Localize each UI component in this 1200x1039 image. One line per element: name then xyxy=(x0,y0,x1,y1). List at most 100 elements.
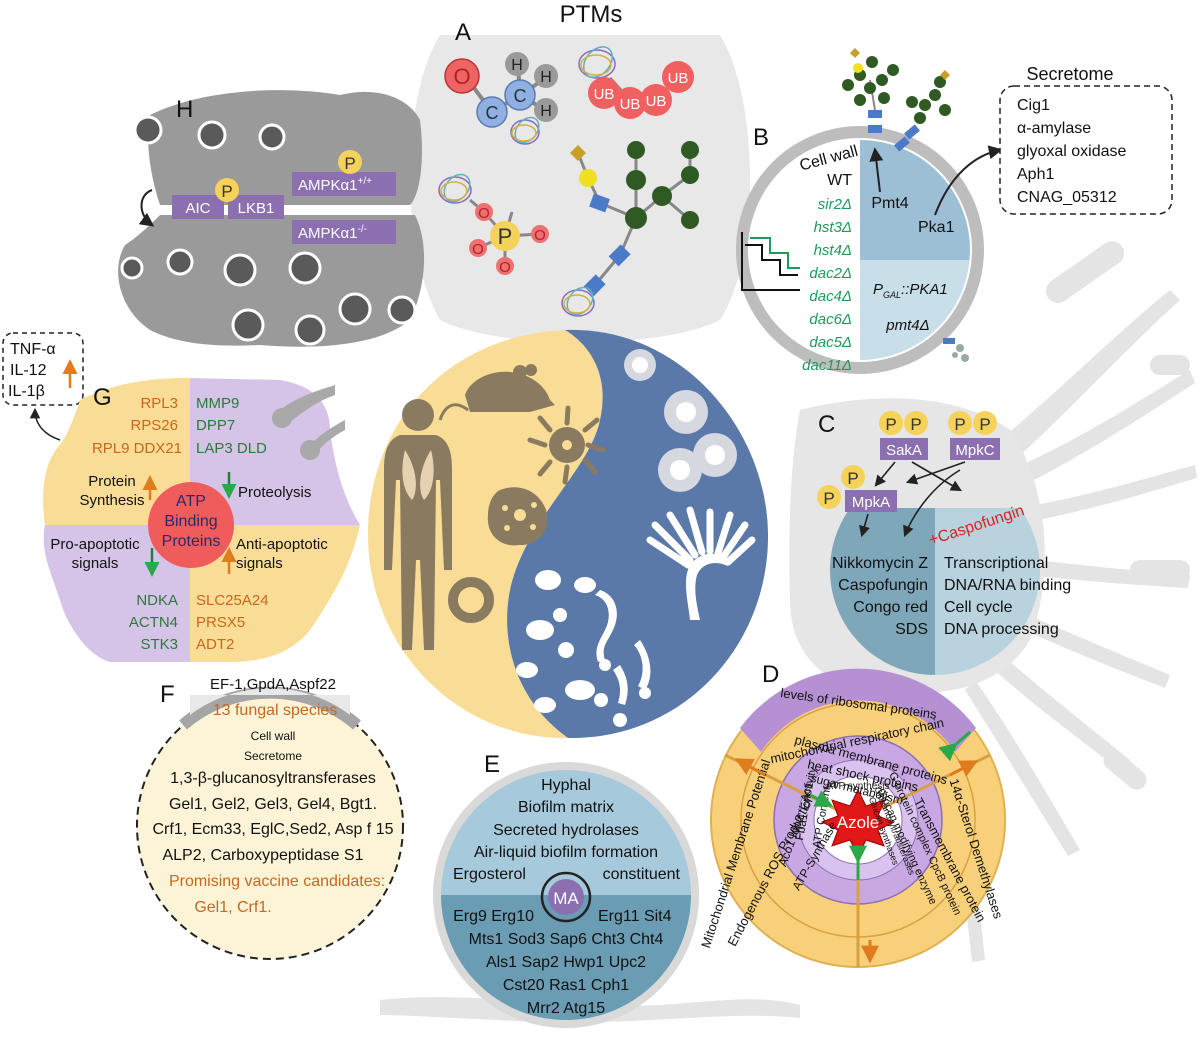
svg-text:UB: UB xyxy=(668,70,689,87)
ring-cell-icon xyxy=(448,577,494,623)
conidiophore-icon xyxy=(646,506,756,620)
svg-text:C: C xyxy=(486,103,499,123)
wall-glycans xyxy=(842,48,969,362)
panel-c: C +Caspofungin P P SakA P P MpkC P P Mpk… xyxy=(789,398,1071,694)
oxygen-atom xyxy=(444,58,480,94)
svg-text:O: O xyxy=(472,241,484,258)
vesicle-dots xyxy=(120,115,417,346)
species-count: 13 fungal species xyxy=(213,702,338,719)
protein-item: RPL3 xyxy=(140,395,178,412)
gene-item: Erg9 Erg10 xyxy=(453,908,534,925)
protein-scribble-icon xyxy=(510,116,540,145)
svg-text:C: C xyxy=(514,86,527,106)
svg-text:P: P xyxy=(954,415,965,434)
cycle-arrow-icon xyxy=(138,189,155,227)
ribosomal-band xyxy=(740,668,976,752)
protein-item: ACTN4 xyxy=(129,614,178,631)
azole-label: Azole xyxy=(837,813,880,832)
process-item: DNA processing xyxy=(944,621,1059,638)
protein-item: STK3 xyxy=(140,636,178,653)
human-silhouette-icon xyxy=(384,399,452,650)
pmt4-label: Pmt4 xyxy=(871,195,908,212)
cell-wall-label: Cell wall xyxy=(251,729,296,743)
protein-line: Crf1, Ecm33, EglC,Sed2, Asp f 15 xyxy=(152,821,393,838)
svg-text:P: P xyxy=(498,224,513,249)
pka1-arrow xyxy=(934,145,1003,216)
panel-f-label: F xyxy=(160,681,175,708)
hydrogen-atom xyxy=(534,64,558,88)
kinase-boxes: P P SakA P P MpkC P P MpkA xyxy=(817,411,1000,512)
survival-curve-icon xyxy=(741,232,800,291)
secretome-item: glyoxal oxidase xyxy=(1017,143,1127,160)
panel-e: E Hyphal Biofilm matrix Secreted hydrola… xyxy=(433,751,699,1028)
panel-d-label: D xyxy=(762,661,779,688)
protein-item: LAP3 DLD xyxy=(196,440,267,457)
ampk-wt-box xyxy=(292,172,396,196)
svg-text:O: O xyxy=(534,227,546,244)
gene-item: Als1 Sap2 Hwp1 Upc2 xyxy=(486,954,646,971)
mpkc-label: MpkC xyxy=(955,442,994,459)
svg-text:H: H xyxy=(511,57,523,74)
kinase-arrows xyxy=(859,461,966,538)
svg-text:IL-12: IL-12 xyxy=(10,362,47,379)
strain-wt: WT xyxy=(827,172,852,189)
strain-item: sir2Δ xyxy=(818,196,852,213)
panel-c-label: C xyxy=(818,411,835,438)
hydrogen-atom xyxy=(505,52,529,76)
ampk-ko-label: AMPKα1-/- xyxy=(298,224,367,242)
protein-scribble-icon xyxy=(438,173,472,204)
top-cap xyxy=(190,688,350,715)
ma-label: MA xyxy=(553,889,579,908)
panel-g: TNF-α IL-12 IL-1β G RPL3 RPS26 RPL9 DDX2… xyxy=(2,332,360,662)
svg-text:H: H xyxy=(540,103,552,120)
panel-e-label: E xyxy=(484,751,500,778)
stress-item: Nikkomycin Z xyxy=(832,555,928,572)
svg-text:P: P xyxy=(823,489,834,508)
phenotype-item: Secreted hydrolases xyxy=(493,822,639,839)
pmt4-deletion-label: pmt4Δ xyxy=(885,317,929,334)
hydrogen-atom xyxy=(534,98,558,122)
vaccine-title: Promising vaccine candidates: xyxy=(169,873,385,890)
svg-text:P: P xyxy=(979,415,990,434)
svg-text:O: O xyxy=(478,205,490,222)
protein-line: Gel1, Gel2, Gel3, Gel4, Bgt1. xyxy=(169,796,377,813)
panel-d-arrows xyxy=(734,730,979,964)
yeast-hyphae-icons xyxy=(516,570,651,727)
protein-item: ADT2 xyxy=(196,636,234,653)
panel-b-label: B xyxy=(753,124,769,151)
phenotype-item: Biofilm matrix xyxy=(518,799,614,816)
pmt4-arrow xyxy=(869,147,884,193)
phospho-icon xyxy=(338,150,362,174)
panel-f: F EF-1,GpdA,Aspf22 13 fungal species Cel… xyxy=(136,676,404,960)
protein-item: PRSX5 xyxy=(196,614,245,631)
panel-g-label: G xyxy=(93,384,112,411)
process-item: Transcriptional xyxy=(944,555,1048,572)
svg-text:O: O xyxy=(499,259,511,276)
panel-a: A O C C H H H UB UB UB UB xyxy=(410,19,750,343)
phosphate-group: O O O O P xyxy=(469,203,549,276)
svg-text:P: P xyxy=(344,154,355,173)
svg-text:P: P xyxy=(847,469,858,488)
panel-d: D Azole ATP synthesis levels of ribosoma… xyxy=(698,661,1006,968)
vaccine-list: Gel1, Crf1. xyxy=(194,899,271,916)
process-item: Cell cycle xyxy=(944,599,1013,616)
constituent-label: constituent xyxy=(603,866,681,883)
stress-item: SDS xyxy=(895,621,928,638)
secretome-item: Cig1 xyxy=(1017,97,1050,114)
hyphal-tips xyxy=(272,385,345,460)
panel-g-purple-bl xyxy=(43,525,190,662)
stress-item: Caspofungin xyxy=(838,577,928,594)
strain-item: dac5Δ xyxy=(809,334,852,351)
ma-center xyxy=(548,879,584,915)
atp-synthesis-label: ATP synthesis xyxy=(827,781,890,792)
secretome-title: Secretome xyxy=(1026,64,1113,84)
saka-label: SakA xyxy=(886,442,922,459)
svg-text:TNF-α: TNF-α xyxy=(10,341,56,358)
proteolysis-label: Proteolysis xyxy=(238,484,311,501)
protein-item: MMP9 xyxy=(196,395,239,412)
protein-scribble-icon xyxy=(578,46,616,79)
